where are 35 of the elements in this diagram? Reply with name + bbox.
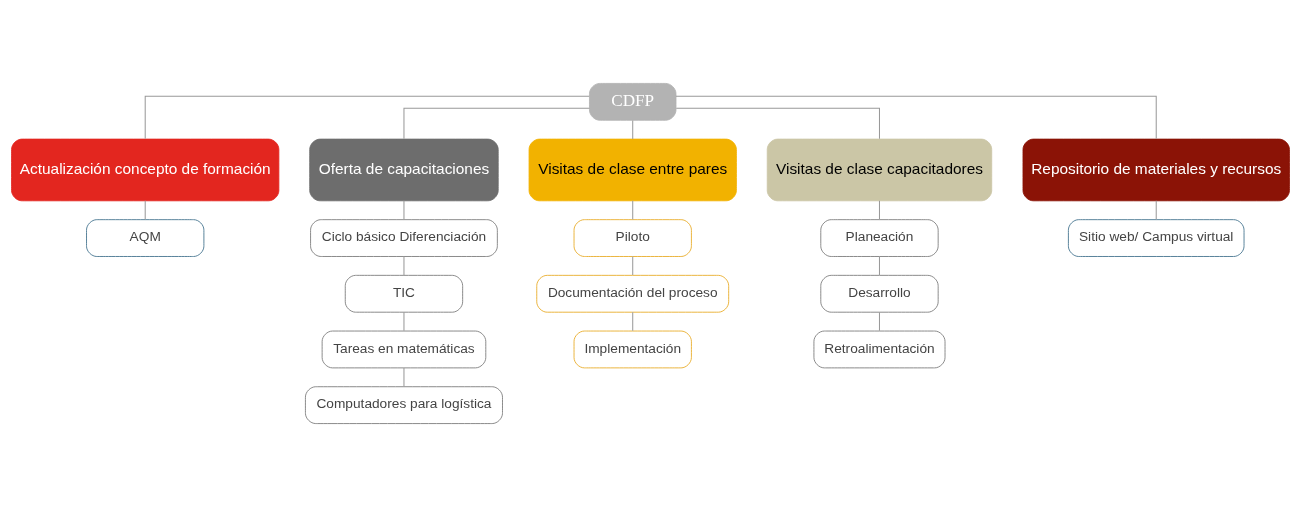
node-box: Tareas en matemáticas [321, 330, 487, 368]
node-box: AQM [86, 218, 205, 257]
node-box: Implementación [573, 330, 692, 368]
node-box: Piloto [573, 218, 692, 257]
node-box: Actualización concepto de formación [11, 138, 280, 201]
connector [403, 199, 405, 220]
node-box: Visitas de clase capacitadores [766, 138, 993, 201]
connector [144, 199, 146, 220]
connector [403, 107, 590, 139]
node-box: CDFP [589, 82, 677, 121]
connector [675, 95, 1157, 139]
connector [878, 255, 880, 276]
node-box: Visitas de clase entre pares [528, 138, 737, 201]
node-box: Repositorio de materiales y recursos [1022, 138, 1290, 201]
connector [632, 255, 634, 276]
node-box: Planeación [820, 218, 939, 257]
node-box: Ciclo básico Diferenciación [310, 218, 498, 257]
connector [632, 199, 634, 220]
connector [878, 311, 880, 331]
node-box: Sitio web/ Campus virtual [1067, 218, 1245, 257]
connector [403, 255, 405, 276]
connector [632, 311, 634, 331]
node-box: Desarrollo [820, 274, 939, 313]
connector [144, 95, 590, 139]
connector [878, 199, 880, 220]
node-box: Oferta de capacitaciones [309, 138, 499, 201]
node-box: TIC [344, 274, 464, 313]
connector [632, 119, 634, 140]
node-box: Documentación del proceso [536, 274, 730, 313]
connector [403, 367, 405, 387]
node-box: Computadores para logística [305, 385, 503, 424]
connector [675, 107, 880, 139]
connector [1155, 199, 1157, 220]
node-box: Retroalimentación [813, 330, 946, 368]
connector [403, 311, 405, 331]
